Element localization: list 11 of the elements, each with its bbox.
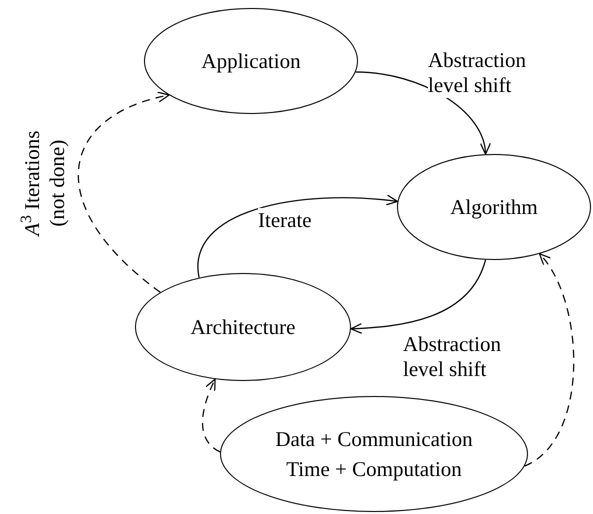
node-text: Architecture: [190, 314, 296, 340]
arrow: [350, 260, 486, 334]
arrow: [356, 71, 490, 155]
node-text: Time + Computation: [286, 456, 462, 482]
node-text: Algorithm: [450, 194, 538, 220]
node-text: Application: [201, 48, 301, 74]
dashed-arrow: [524, 253, 574, 467]
arrow: [198, 194, 398, 278]
dashed-arrow: [202, 378, 220, 452]
dashed-arrow: [78, 92, 170, 293]
node-text: Data + Communication: [275, 426, 473, 452]
